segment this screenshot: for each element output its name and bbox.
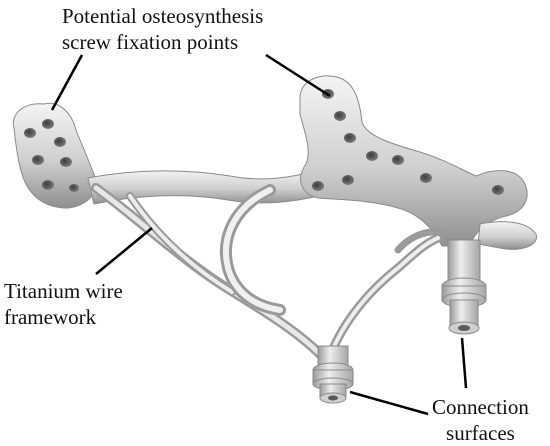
label-screw-fixation-points: Potential osteosynthesis screw fixation …	[62, 3, 263, 55]
label-line: Potential osteosynthesis	[62, 4, 264, 28]
leader-line-screw-left	[50, 54, 84, 111]
screw-hole	[32, 155, 44, 165]
screw-hole	[60, 157, 72, 167]
label-line: framework	[4, 305, 97, 329]
leader-lines	[50, 53, 468, 416]
label-line: surfaces	[446, 421, 515, 445]
right-fixation-plate	[299, 75, 528, 247]
screw-hole	[54, 137, 66, 147]
screw-hole	[42, 180, 54, 190]
wire-framework	[91, 183, 448, 361]
screw-hole	[42, 119, 54, 129]
right-connection-post	[441, 239, 487, 335]
screw-hole	[344, 133, 356, 143]
screw-hole	[312, 181, 324, 191]
leader-line-wire	[95, 227, 153, 275]
screw-hole	[492, 185, 504, 195]
screw-hole	[334, 111, 346, 121]
screw-hole	[69, 184, 79, 192]
screw-hole	[366, 151, 378, 161]
left-fixation-plate	[12, 102, 97, 209]
label-titanium-wire-framework: Titanium wire framework	[4, 278, 123, 330]
label-line: Titanium wire	[4, 279, 123, 303]
screw-hole	[342, 175, 354, 185]
upper-arm	[87, 169, 327, 205]
leader-line-conn-bottom	[349, 390, 429, 416]
label-connection-surfaces: Connection surfaces	[432, 394, 529, 446]
bottom-connection-post	[312, 345, 354, 404]
leader-line-screw-right	[265, 53, 331, 98]
label-line: screw fixation points	[62, 30, 239, 54]
leader-line-conn-right	[460, 337, 468, 389]
screw-hole	[24, 128, 36, 138]
side-bracket	[477, 221, 537, 250]
label-line: Connection	[432, 395, 529, 419]
screw-hole	[420, 173, 432, 183]
screw-hole	[392, 155, 404, 165]
